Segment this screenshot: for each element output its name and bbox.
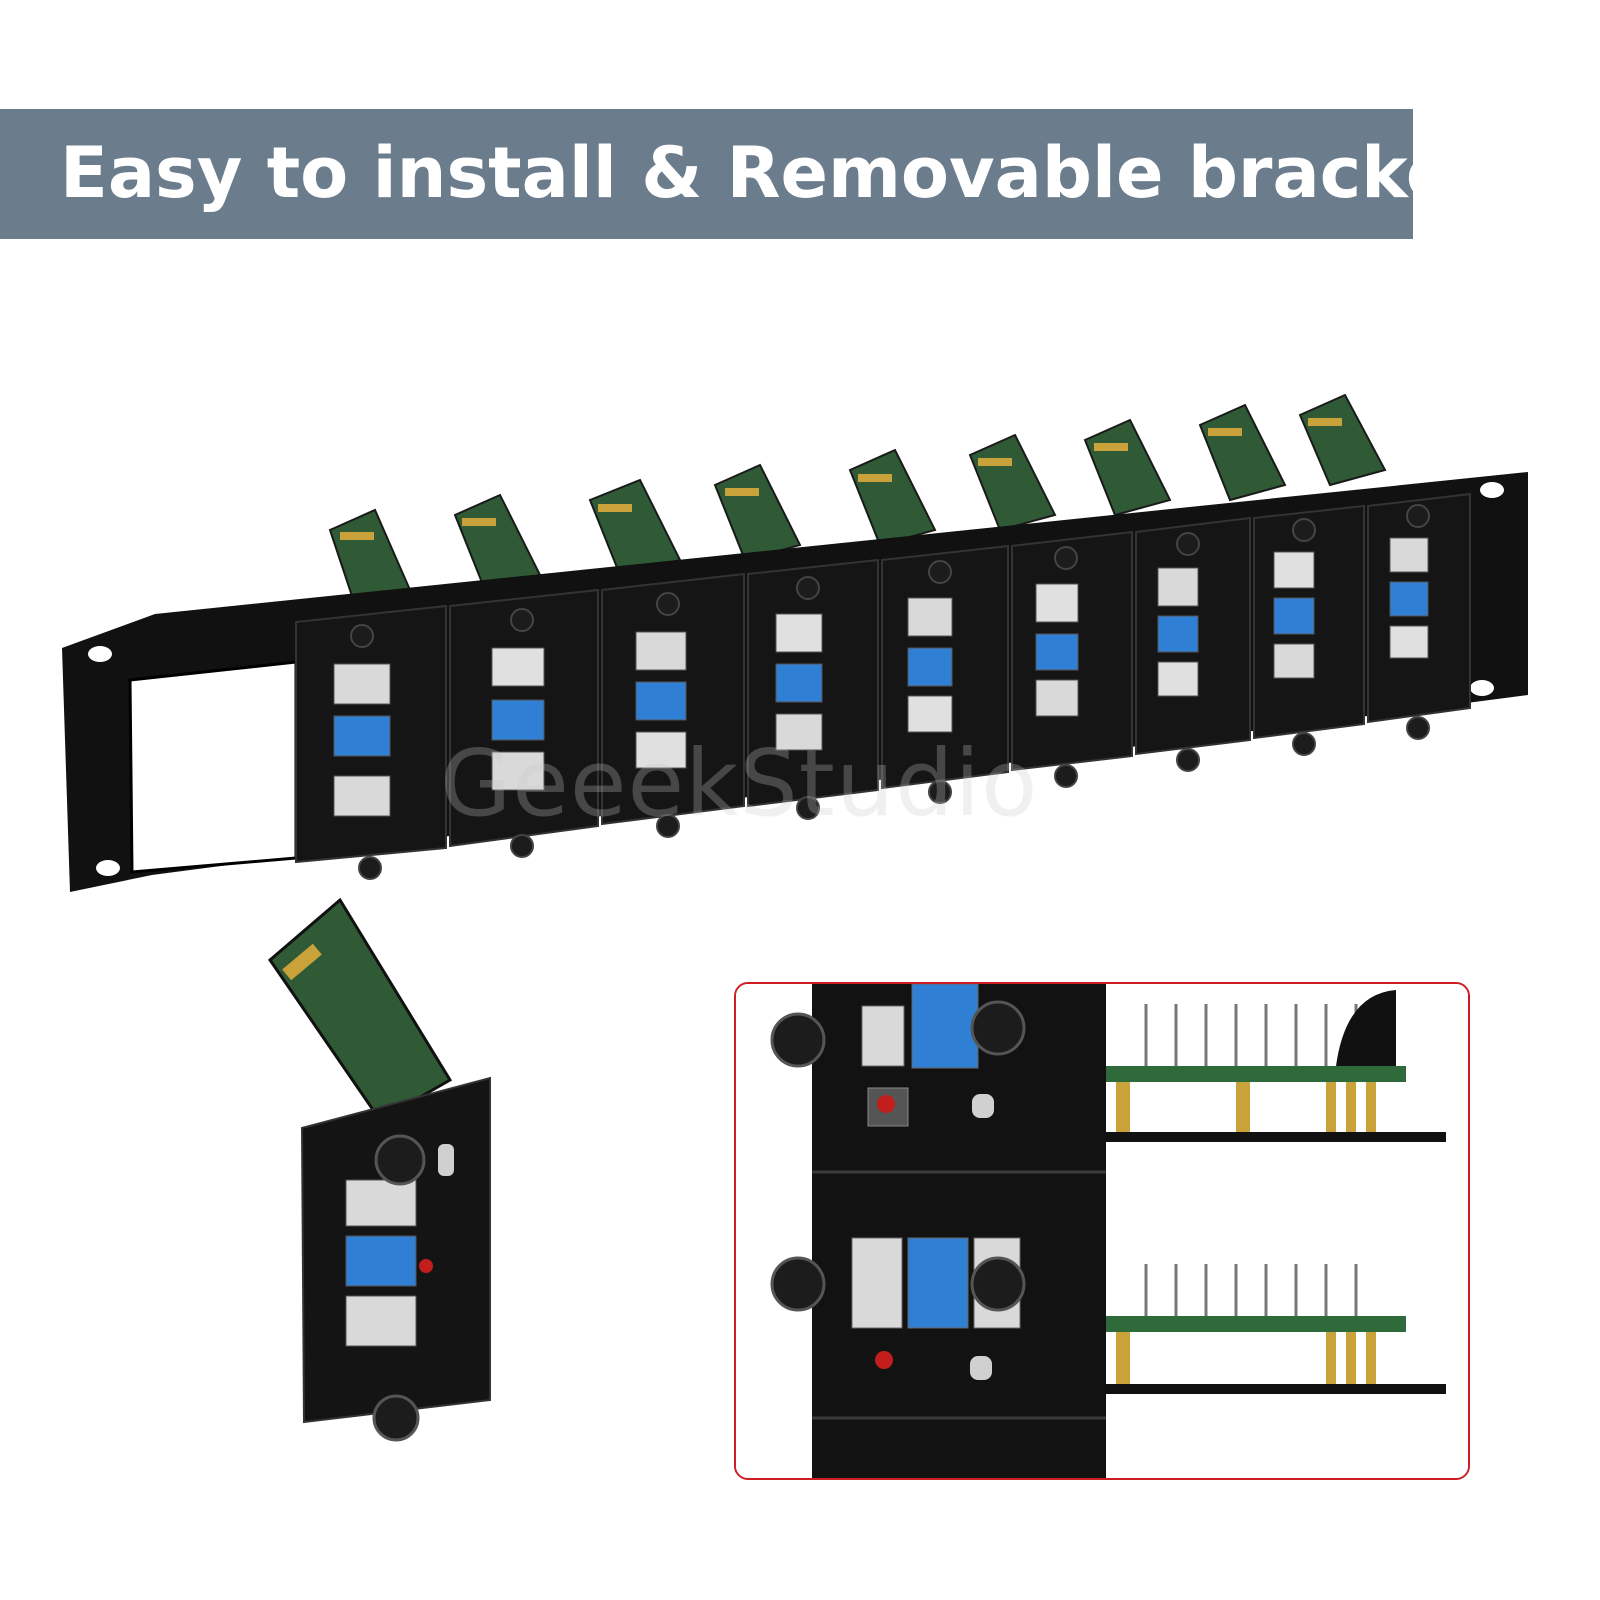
thumbscrews [350, 504, 1430, 880]
detail-inset-photo [734, 982, 1470, 1480]
banner-title: Easy to install & Removable bracket [60, 132, 1487, 214]
single-bracket-photo [268, 897, 491, 1442]
port-cutouts [333, 537, 1429, 817]
title-banner [0, 109, 1413, 239]
watermark: GeeekStudio [440, 730, 1039, 837]
